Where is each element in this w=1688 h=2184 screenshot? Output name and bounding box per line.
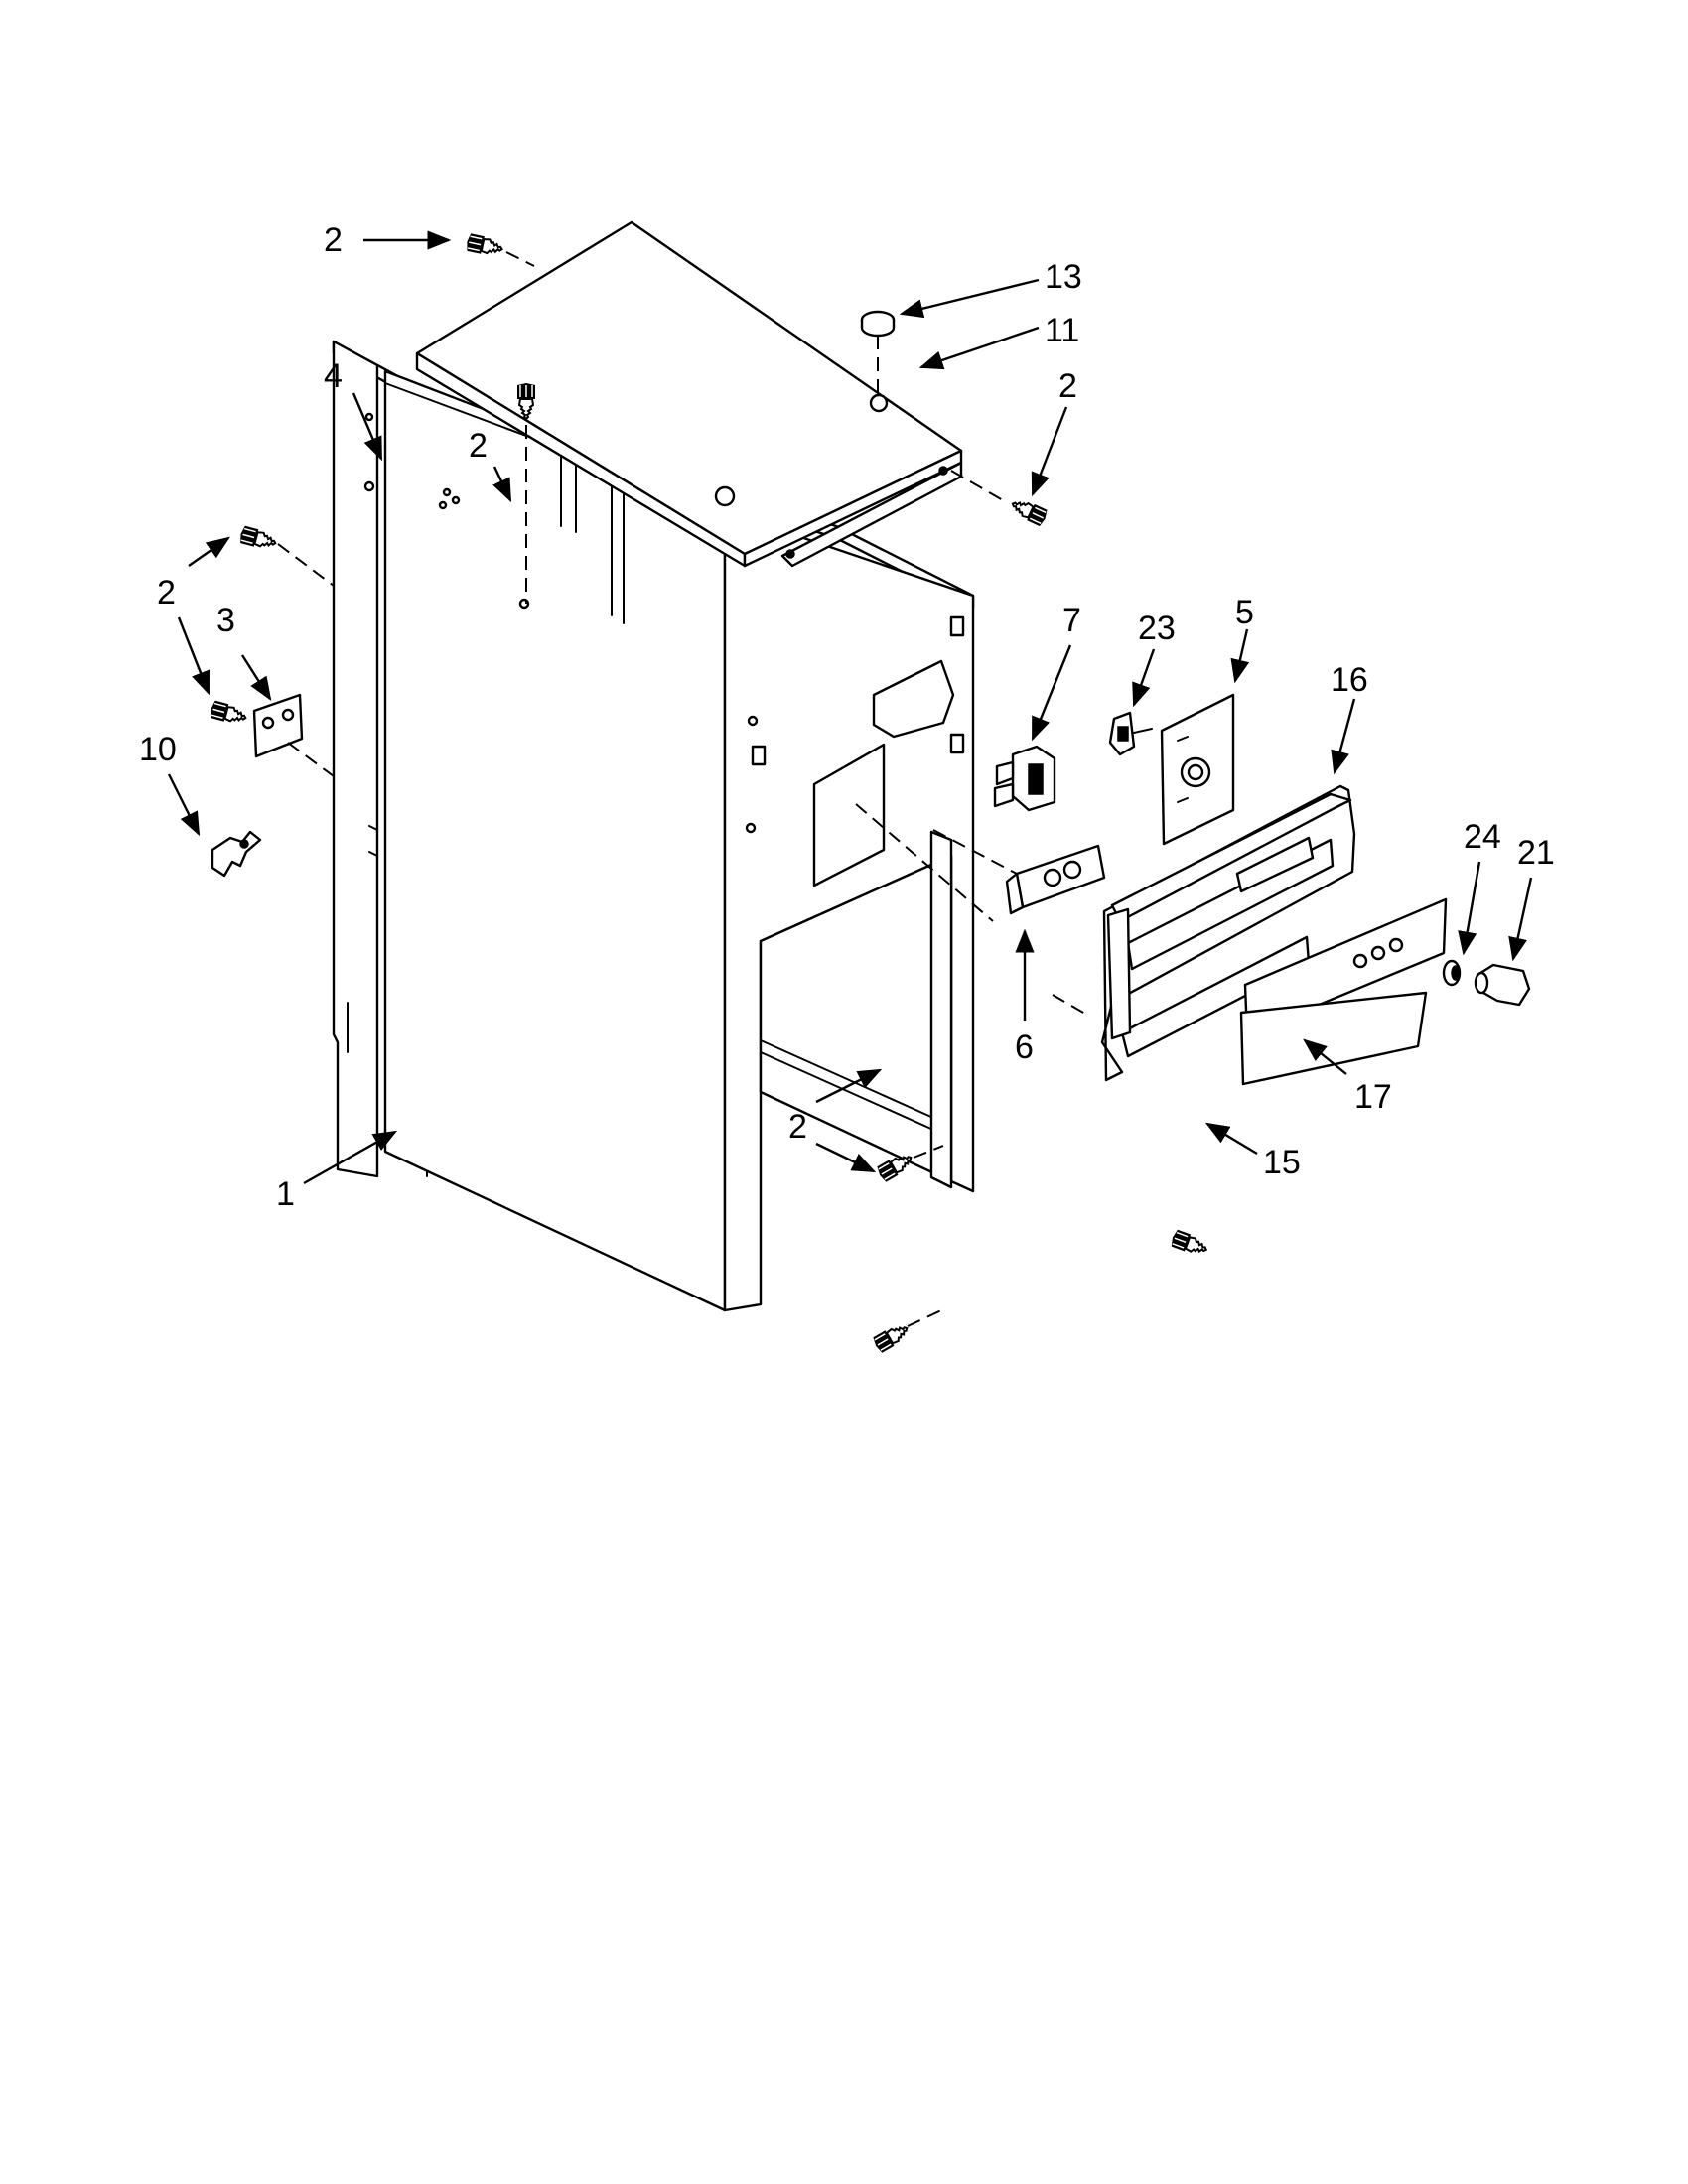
control-console-16 <box>1052 784 1356 1082</box>
plate-5 <box>1160 693 1235 846</box>
callout-13: 13 <box>1045 258 1082 296</box>
screw-left-lower <box>208 699 249 728</box>
top-cover <box>415 220 963 568</box>
screw-top <box>464 231 535 267</box>
switch-23 <box>1108 711 1153 756</box>
callout-1: 1 <box>276 1175 295 1213</box>
callout-24: 24 <box>1464 818 1501 856</box>
callout-23: 23 <box>1138 610 1176 647</box>
screw-left <box>237 524 335 587</box>
callout-4: 4 <box>324 357 343 395</box>
screw-bottom-upper <box>874 1145 944 1184</box>
screw-mid <box>516 382 536 604</box>
spacer-24 <box>1442 959 1462 987</box>
callout-16: 16 <box>1331 661 1368 699</box>
callout-11: 11 <box>1045 312 1079 349</box>
callout-6: 6 <box>1015 1028 1034 1066</box>
knob-21 <box>1474 963 1531 1007</box>
callout-2-mid: 2 <box>469 427 488 465</box>
callout-2-bottom: 2 <box>788 1108 807 1146</box>
bracket-3 <box>252 693 335 777</box>
screw-15 <box>1168 1228 1210 1260</box>
trim-17 <box>1239 897 1448 1086</box>
leader-lines <box>167 230 1533 1185</box>
control-recess <box>812 743 886 887</box>
callout-17: 17 <box>1354 1078 1392 1116</box>
left-side-panel <box>332 340 379 1178</box>
callout-3: 3 <box>216 602 235 639</box>
callout-2-left: 2 <box>157 574 176 612</box>
screw-bottom-lower <box>870 1309 942 1355</box>
callout-21: 21 <box>1517 834 1555 872</box>
callout-2-topright: 2 <box>1058 367 1077 405</box>
callout-labels: 2 13 11 2 4 2 2 3 10 7 23 5 16 24 21 6 2… <box>139 221 1555 1213</box>
bracket-6 <box>855 803 1106 922</box>
callout-7: 7 <box>1062 602 1081 639</box>
clip-10 <box>211 830 262 878</box>
switch-7 <box>993 745 1056 812</box>
screw-top-right <box>950 470 1051 528</box>
upper-bracket <box>872 659 955 739</box>
plug-13 <box>860 310 896 393</box>
callout-2-top: 2 <box>324 221 343 259</box>
callout-5: 5 <box>1235 594 1254 631</box>
cabinet-assembly <box>332 340 975 1312</box>
callout-10: 10 <box>139 731 177 768</box>
callout-15: 15 <box>1263 1144 1301 1181</box>
